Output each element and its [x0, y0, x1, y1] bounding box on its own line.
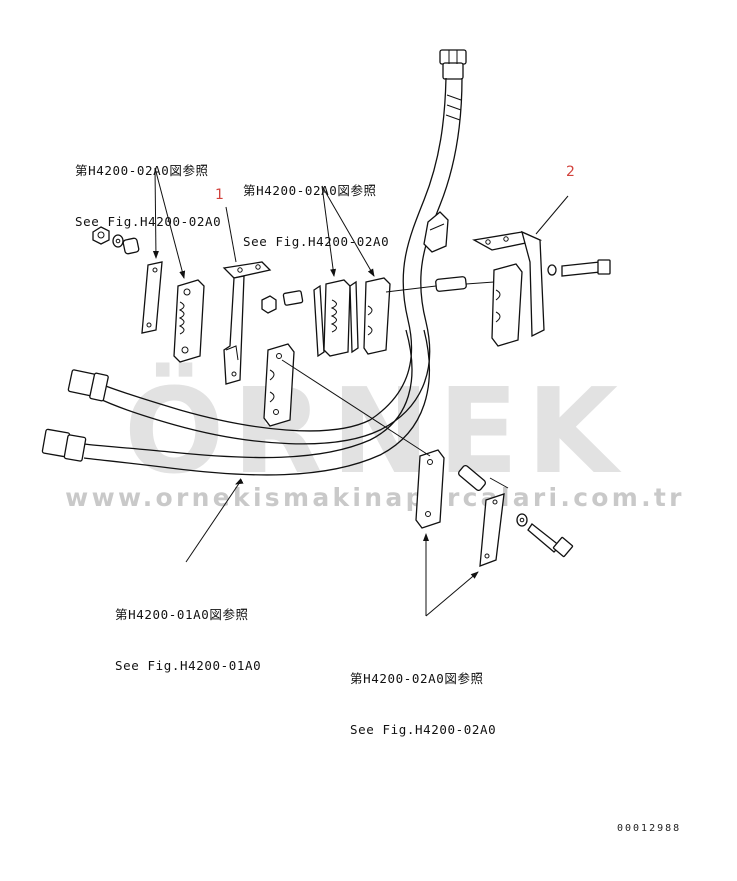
leader-lines	[152, 167, 569, 617]
reference-note-upper-center: 第H4200-02A0図参照 See Fig.H4200-02A0	[243, 148, 389, 284]
reference-note-upper-left: 第H4200-02A0図参照 See Fig.H4200-02A0	[75, 128, 221, 264]
callout-part-1: 1	[215, 187, 224, 203]
watermark-brand: ÖRNEK	[124, 362, 626, 500]
watermark-url: www.ornekismakinaparcalari.com.tr	[65, 483, 685, 512]
callout-part-2: 2	[566, 164, 575, 180]
reference-jp: 第H4200-02A0図参照	[75, 163, 209, 178]
clamp-group-lower-right	[415, 449, 574, 567]
figure-number: 00012988	[617, 823, 682, 834]
bracket-part-1	[222, 261, 304, 385]
reference-jp: 第H4200-02A0図参照	[350, 671, 484, 686]
reference-en: See Fig.H4200-01A0	[115, 658, 262, 673]
reference-jp: 第H4200-02A0図参照	[243, 183, 377, 198]
reference-jp: 第H4200-01A0図参照	[115, 607, 249, 622]
reference-note-lower-left: 第H4200-01A0図参照 See Fig.H4200-01A0	[115, 572, 261, 708]
clamp-group-center	[263, 277, 391, 427]
reference-en: See Fig.H4200-02A0	[350, 722, 497, 737]
clamp-group-left	[92, 226, 205, 363]
reference-en: See Fig.H4200-02A0	[75, 214, 222, 229]
bracket-part-2	[435, 230, 611, 347]
hose-lower	[41, 211, 449, 476]
reference-en: See Fig.H4200-02A0	[243, 234, 390, 249]
reference-note-lower-right: 第H4200-02A0図参照 See Fig.H4200-02A0	[350, 636, 496, 772]
hose-vertical	[67, 49, 467, 445]
